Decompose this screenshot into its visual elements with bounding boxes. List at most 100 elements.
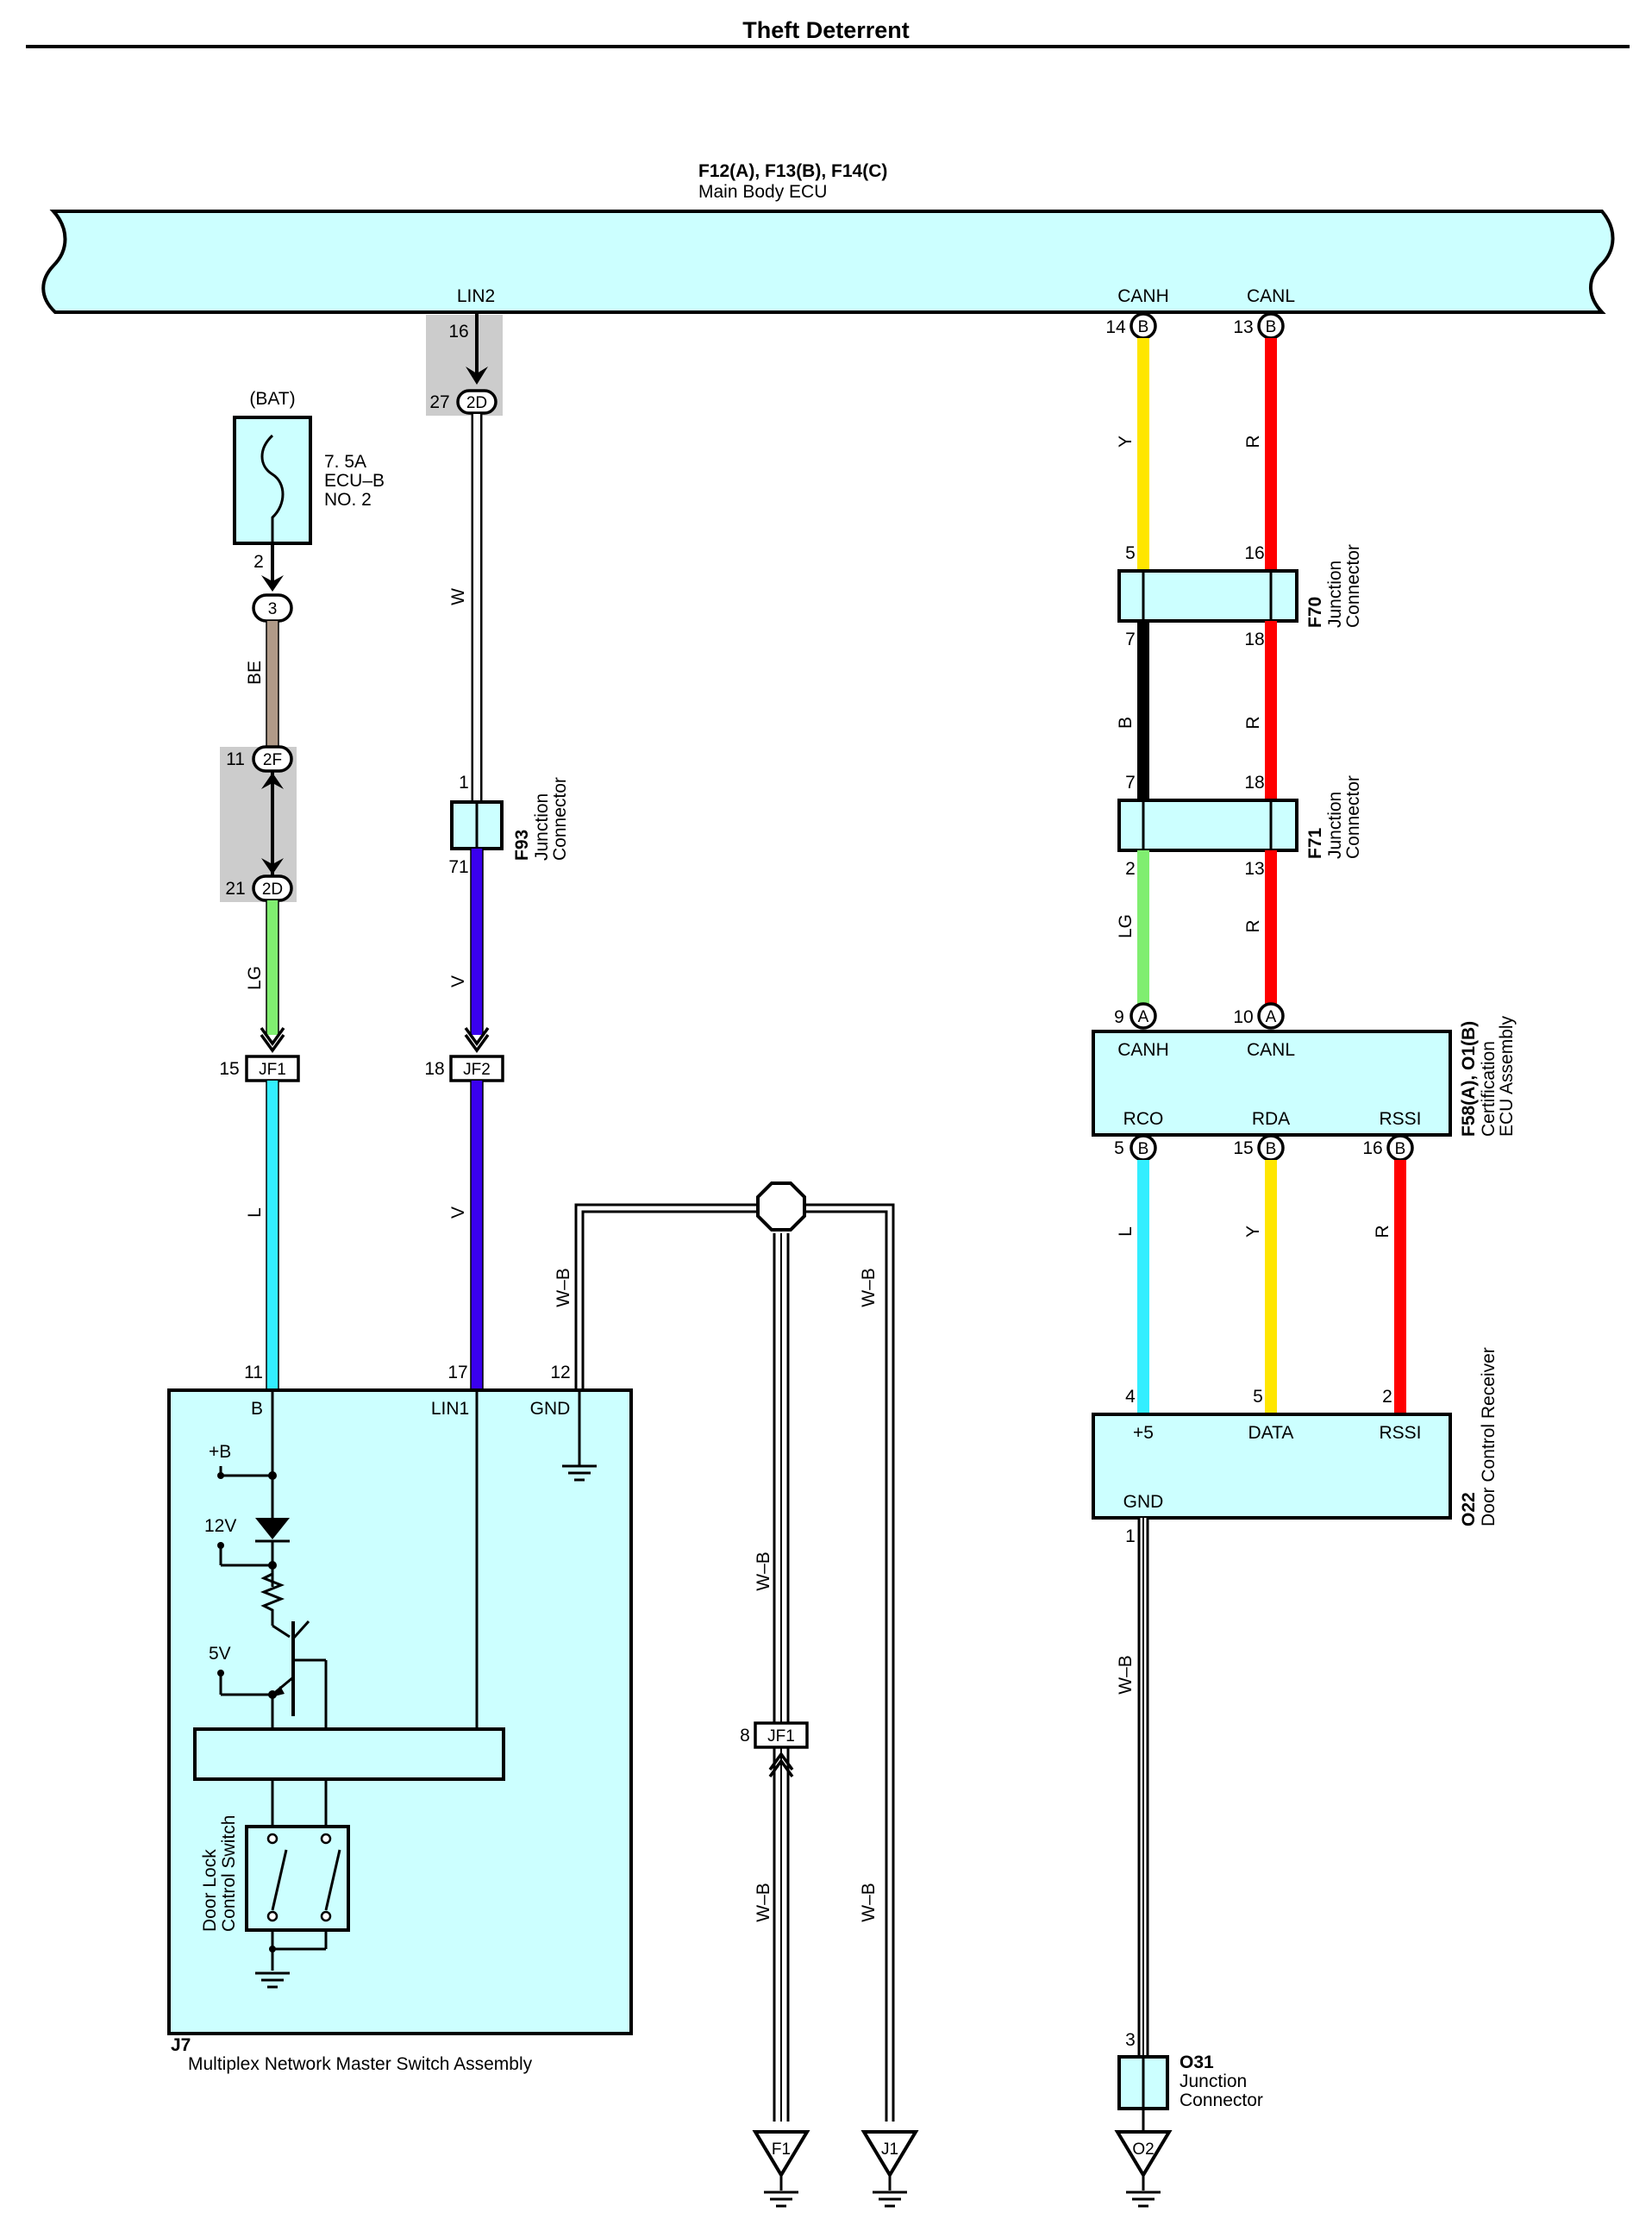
canl-conn: B: [1266, 318, 1277, 336]
cert-pin-canh: 9: [1114, 1007, 1124, 1027]
f71-ref: F71: [1305, 827, 1325, 859]
splice-down-arrow-icon: [261, 858, 284, 874]
o31-name1: Junction: [1180, 2071, 1247, 2091]
cert-pin-rda: 15: [1233, 1138, 1253, 1158]
fuse-pin: 2: [253, 552, 264, 572]
j7-name: Multiplex Network Master Switch Assembly: [188, 2054, 533, 2074]
f71-pin-tl: 7: [1125, 773, 1136, 793]
j7-assembly: 11 17 12 B LIN1 GND +B 12V 5V: [167, 1363, 633, 2074]
o31-pin: 3: [1125, 2030, 1136, 2050]
jf1-ground-box: [754, 1721, 809, 1749]
j7-pin-lin1: 17: [447, 1363, 467, 1382]
j7-5v-label: 5V: [209, 1644, 231, 1664]
f70-pin-bl: 7: [1125, 630, 1136, 649]
cert-conn-canl-ring: [1257, 1002, 1285, 1030]
cert-conn-rssi: B: [1395, 1140, 1406, 1158]
o22-term-p5: +5: [1133, 1423, 1154, 1443]
f71-pin-tr: 18: [1244, 773, 1264, 793]
f70-pin-tl: 5: [1125, 543, 1136, 563]
main-ecu-canl-label: CANL: [1247, 286, 1295, 306]
wire-label-l-right: L: [1116, 1226, 1136, 1237]
ground-o2-label: O2: [1132, 2140, 1154, 2159]
splice-2d-bottom-pin: 21: [225, 879, 245, 899]
jf1-ground-chevron-icon: [768, 1752, 794, 1778]
f70-pin-br: 18: [1244, 630, 1264, 649]
wire-label-r-right: R: [1373, 1225, 1392, 1238]
page-title: Theft Deterrent: [742, 17, 910, 43]
ground-j1-icon: [871, 2191, 909, 2208]
wire-label-wb-right-lower: W–B: [859, 1883, 879, 1922]
cert-conn-canh-ring: [1129, 1002, 1157, 1030]
cert-conn-rco: B: [1138, 1140, 1149, 1158]
wire-label-wb-gnd: W–B: [554, 1268, 573, 1307]
wire-label-v1: V: [448, 975, 468, 987]
main-ecu-lin2-label: LIN2: [457, 286, 495, 306]
splice-2f-pin: 11: [226, 749, 245, 769]
main-ecu-canh-label: CANH: [1117, 286, 1169, 306]
switch-contact-icon: [266, 1833, 341, 1922]
j7-ref: J7: [171, 2035, 191, 2055]
j7-pin-gnd: 12: [550, 1363, 570, 1382]
f70-ref: F70: [1305, 597, 1325, 628]
fuse-conn-code: 3: [268, 600, 278, 618]
lin2-pin: 16: [448, 322, 468, 342]
cert-term-canh: CANH: [1117, 1040, 1169, 1060]
j7-switch-label1: Door Lock: [200, 1849, 220, 1932]
jf1-left-chevron-icon: [260, 1026, 285, 1053]
f70-name2: Connector: [1343, 544, 1363, 628]
cert-term-canl: CANL: [1247, 1040, 1295, 1060]
f70-pin-tr: 16: [1244, 543, 1264, 563]
wire-label-lg-left: LG: [245, 966, 265, 990]
wire-label-r-low: R: [1243, 919, 1263, 932]
jf2-pin: 18: [424, 1059, 444, 1079]
f93-name1: Junction: [532, 793, 552, 861]
main-ecu-ref: F12(A), F13(B), F14(C): [698, 161, 887, 181]
f93-pin-top: 1: [459, 773, 469, 793]
splice-2d-top-pill: [456, 389, 497, 415]
wire-label-v2: V: [448, 1207, 468, 1219]
j7-diode-icon: [255, 1518, 290, 1539]
lin2-arrow-icon: [466, 367, 488, 385]
o22-term-data: DATA: [1248, 1423, 1294, 1443]
jf1-left-code: JF1: [259, 1061, 286, 1079]
jf1-left-pin: 15: [219, 1059, 239, 1079]
ground-o2-icon: [1124, 2191, 1162, 2208]
wire-label-lg-right: LG: [1116, 914, 1136, 938]
canh-conn: B: [1138, 318, 1149, 336]
cert-ref: F58(A), O1(B): [1459, 1021, 1479, 1137]
f71-pin-br: 13: [1244, 859, 1264, 879]
wire-label-b-mid: B: [1116, 717, 1136, 729]
canh-pin: 14: [1105, 317, 1126, 337]
cert-term-rda: RDA: [1252, 1109, 1290, 1129]
cert-term-rco: RCO: [1123, 1109, 1164, 1129]
o22-name: Door Control Receiver: [1479, 1347, 1499, 1526]
j7-body: [167, 1388, 633, 2035]
cert-conn-canh: A: [1138, 1008, 1149, 1026]
fuse-arrow-icon: [261, 575, 284, 592]
f71-pin-bl: 2: [1125, 859, 1136, 879]
j7-switch-label2: Control Switch: [219, 1815, 239, 1932]
jf2-chevron-icon: [464, 1026, 490, 1053]
fuse-name: ECU–B: [324, 471, 385, 491]
splice-2d-top-code: 2D: [466, 394, 487, 412]
ground-j1-label: J1: [881, 2140, 898, 2159]
f70-body: [1117, 569, 1298, 623]
splice-2d-top-pin: 27: [429, 392, 449, 412]
door-lock-switch-box: [245, 1825, 350, 1932]
splice-up-arrow-icon: [261, 773, 284, 789]
wire-label-be: BE: [245, 661, 265, 685]
main-ecu-name: Main Body ECU: [698, 182, 827, 202]
wire-label-wb-mid-upper: W–B: [754, 1551, 773, 1591]
j7-12v-label: 12V: [204, 1516, 236, 1536]
cert-term-rssi: RSSI: [1379, 1109, 1421, 1129]
f93-name2: Connector: [550, 777, 570, 861]
ground-f1-triangle: [752, 2130, 810, 2178]
j7-control-block: [193, 1727, 505, 1781]
splice-2d-bottom-code: 2D: [262, 881, 283, 899]
o22-term-rssi: RSSI: [1379, 1423, 1421, 1443]
jf1-ground-pin: 8: [740, 1726, 750, 1746]
cert-name2: ECU Assembly: [1497, 1015, 1517, 1137]
wire-label-y-right: Y: [1243, 1225, 1263, 1238]
j7-term-lin1: LIN1: [431, 1399, 469, 1419]
ground-o2-triangle: [1114, 2130, 1173, 2178]
